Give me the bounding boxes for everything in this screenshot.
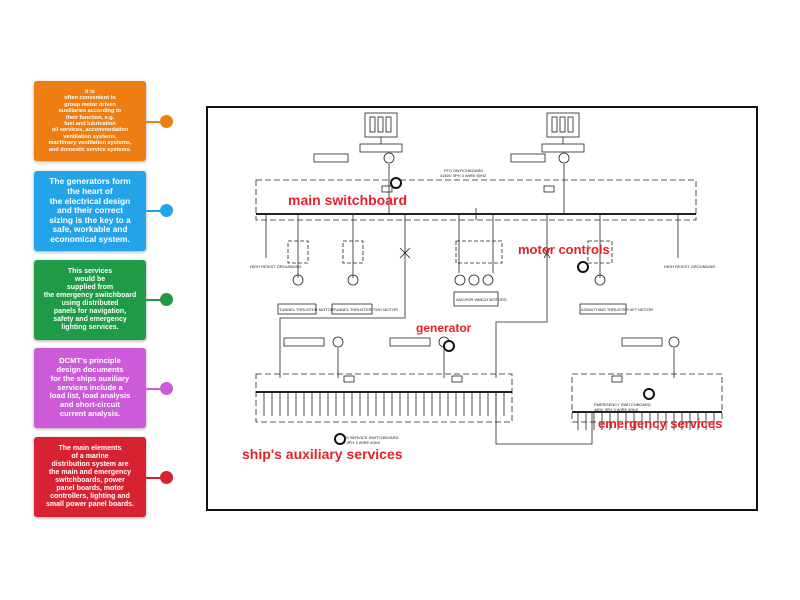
- anchor-winch-label: ANCHOR WINCH MOTORS: [456, 297, 507, 302]
- label-motor-controls: motor controls: [518, 242, 610, 257]
- label-ships-auxiliary: ship's auxiliary services: [242, 446, 403, 462]
- em-sb-title: EMERGENCY SWITCHBOARD: [594, 402, 651, 407]
- azimuth-thruster-label: AZIMUTHING THRUSTER AFT MOTOR: [581, 307, 653, 312]
- answer-card-5[interactable]: The main elements of a marine distributi…: [34, 437, 146, 517]
- drop-target-motor-controls[interactable]: [577, 261, 589, 273]
- answer-card-4[interactable]: DCMT's principle design documents for th…: [34, 348, 146, 428]
- card-4-connector: [146, 388, 166, 390]
- tunnel-thruster-2-label: TUNNEL THRUSTER TWO MOTOR: [333, 307, 398, 312]
- label-generator: generator: [416, 321, 472, 335]
- pto-gen-right: [510, 112, 585, 214]
- card-3-pin[interactable]: [160, 293, 173, 306]
- diagram-drawing: PTO SWITCHBOARD 4160V 3PH 3 WIRE 60HZ TU…: [250, 112, 723, 445]
- drop-target-emergency-services[interactable]: [643, 388, 655, 400]
- drop-target-generator[interactable]: [443, 340, 455, 352]
- card-4-pin[interactable]: [160, 382, 173, 395]
- grounding-left-label: HIGH RESIST GROUNDING: [250, 264, 302, 269]
- ship-feeders: [263, 392, 505, 416]
- answer-card-1-text: It is often convenient to group motor dr…: [48, 88, 132, 153]
- em-sb-subtitle: 480V 3PH 3 WIRE 60HZ: [594, 407, 639, 412]
- card-1-connector: [146, 121, 166, 123]
- pto-title: PTO SWITCHBOARD: [444, 168, 483, 173]
- drop-target-ships-auxiliary[interactable]: [334, 433, 346, 445]
- label-main-switchboard: main switchboard: [288, 192, 408, 208]
- ship-sb-subtitle: 480V 3PH 3 WIRE 60HZ: [336, 440, 381, 445]
- ship-sb-title: SHIP'S SERVICE SWITCHBOARD: [336, 435, 399, 440]
- tunnel-thruster-label: TUNNEL THRUSTER MOTOR: [279, 307, 334, 312]
- card-2-connector: [146, 210, 166, 212]
- single-line-diagram: PTO SWITCHBOARD 4160V 3PH 3 WIRE 60HZ TU…: [206, 106, 758, 511]
- card-3-connector: [146, 299, 166, 301]
- card-2-pin[interactable]: [160, 204, 173, 217]
- card-5-connector: [146, 477, 166, 479]
- pto-gen-left: [313, 112, 403, 214]
- em-feeders: [577, 412, 715, 430]
- answer-card-4-text: DCMT's principle design documents for th…: [49, 356, 131, 418]
- answer-card-3[interactable]: This services would be supplied from the…: [34, 260, 146, 340]
- answer-card-1[interactable]: It is often convenient to group motor dr…: [34, 81, 146, 161]
- card-1-pin[interactable]: [160, 115, 173, 128]
- drop-target-main-switchboard[interactable]: [390, 177, 402, 189]
- answer-card-5-text: The main elements of a marine distributi…: [46, 444, 134, 509]
- label-emergency-services: emergency services: [598, 416, 723, 431]
- card-5-pin[interactable]: [160, 471, 173, 484]
- answer-card-3-text: This services would be supplied from the…: [43, 267, 137, 332]
- answer-card-2-text: The generators form the heart of the ele…: [49, 176, 131, 245]
- pto-subtitle: 4160V 3PH 3 WIRE 60HZ: [440, 173, 487, 178]
- answer-card-2[interactable]: The generators form the heart of the ele…: [34, 171, 146, 251]
- grounding-right-label: HIGH RESIST GROUNDING: [664, 264, 716, 269]
